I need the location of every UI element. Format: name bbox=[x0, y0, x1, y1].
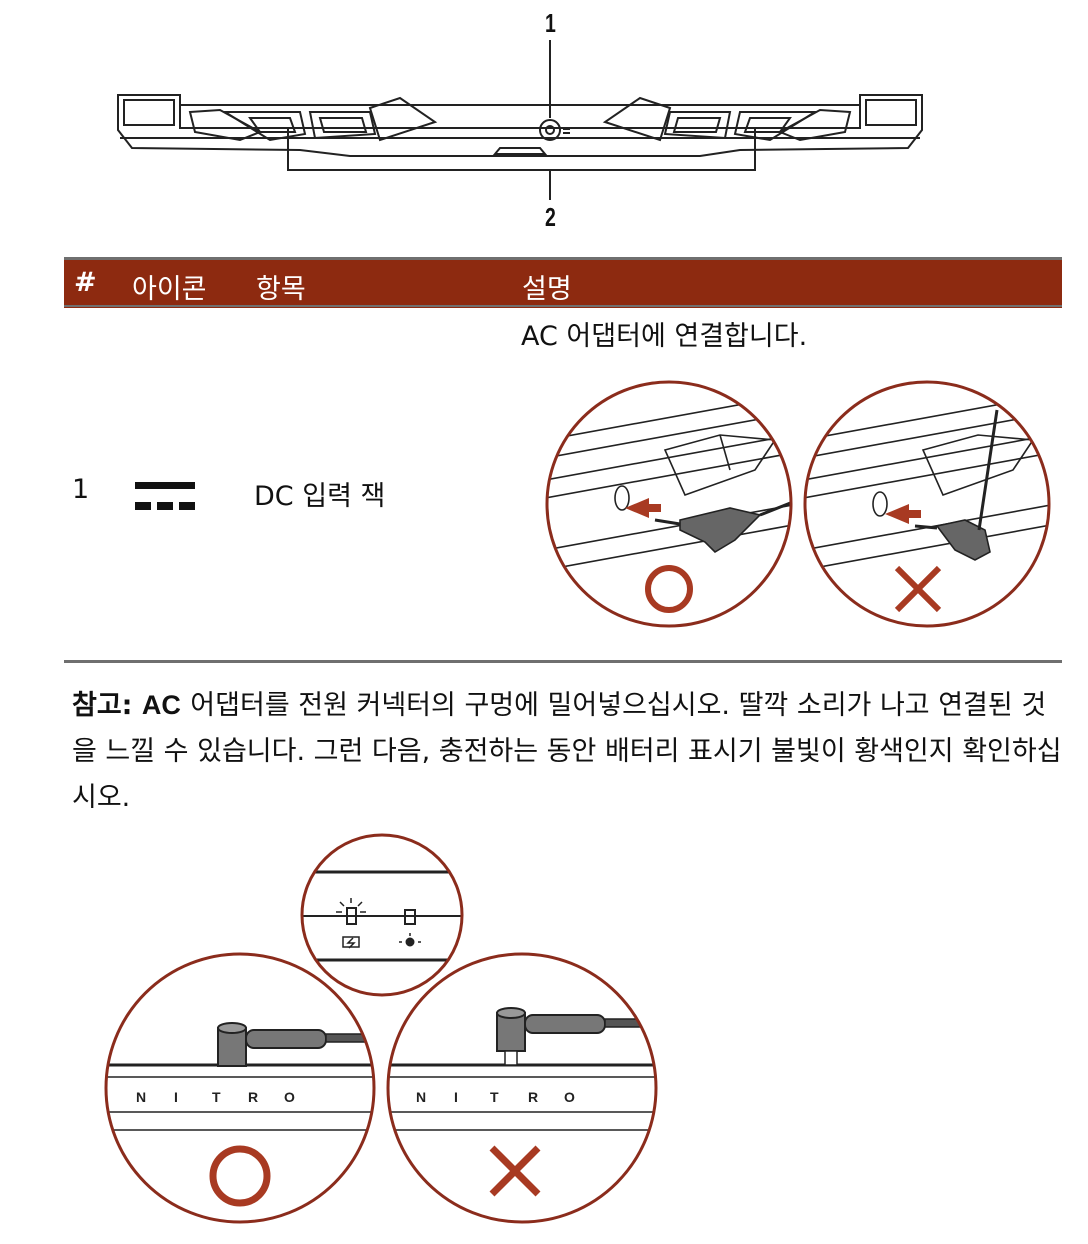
incorrect-mark-icon bbox=[894, 565, 942, 613]
brand-letter: T bbox=[490, 1089, 499, 1105]
correct-insertion-circle bbox=[545, 380, 793, 628]
dc-port-mark bbox=[539, 119, 561, 141]
brand-letter: I bbox=[454, 1089, 458, 1105]
brand-letter: T bbox=[212, 1089, 221, 1105]
power-led-icon bbox=[404, 909, 416, 925]
correct-mark-icon bbox=[209, 1145, 271, 1207]
note-paragraph: 참고: AC 어댑터를 전원 커넥터의 구멍에 밀어넣으십시오. 딸깍 소리가 … bbox=[72, 682, 1062, 821]
brand-letter: I bbox=[174, 1089, 178, 1105]
brand-letter: O bbox=[284, 1089, 295, 1105]
note-top-rule bbox=[64, 660, 1062, 663]
incorrect-insertion-circle bbox=[803, 380, 1051, 628]
brand-letter: O bbox=[564, 1089, 575, 1105]
note-text: 어댑터를 전원 커넥터의 구멍에 밀어넣으십시오. 딸깍 소리가 나고 연결된 … bbox=[72, 690, 1062, 813]
header-item: 항목 bbox=[256, 274, 306, 305]
dc-power-icon bbox=[135, 482, 195, 510]
brand-letter: N bbox=[136, 1089, 146, 1105]
note-label: 참고: bbox=[72, 690, 133, 721]
light-bulb-icon bbox=[405, 937, 415, 947]
callout-number-2: 2 bbox=[545, 202, 556, 232]
correct-connection-circle: N I T R O bbox=[104, 952, 376, 1224]
battery-led-icon bbox=[346, 907, 357, 925]
header-icon: 아이콘 bbox=[132, 274, 207, 305]
header-number: # bbox=[74, 267, 97, 298]
plug-insertion-illustration bbox=[545, 380, 1051, 628]
row-number: 1 bbox=[72, 474, 90, 505]
row-description: AC 어댑터에 연결합니다. bbox=[521, 321, 808, 352]
correct-mark-icon bbox=[645, 565, 693, 613]
incorrect-mark-icon bbox=[489, 1145, 541, 1197]
brand-letter: R bbox=[248, 1089, 258, 1105]
battery-indicator-illustration: N I T R O N I T R O bbox=[104, 833, 658, 1224]
brand-letter: N bbox=[416, 1089, 426, 1105]
header-description: 설명 bbox=[522, 274, 572, 305]
callout-number-1: 1 bbox=[545, 8, 556, 38]
note-ac: AC bbox=[141, 690, 181, 720]
laptop-rear-illustration bbox=[117, 40, 923, 200]
table-header: # 아이콘 항목 설명 bbox=[64, 257, 1062, 308]
brand-letter: R bbox=[528, 1089, 538, 1105]
indicator-zoom-circle bbox=[300, 833, 464, 997]
header-bottom-rule bbox=[64, 305, 1062, 307]
incorrect-connection-circle: N I T R O bbox=[386, 952, 658, 1224]
row-item: DC 입력 잭 bbox=[254, 481, 386, 512]
